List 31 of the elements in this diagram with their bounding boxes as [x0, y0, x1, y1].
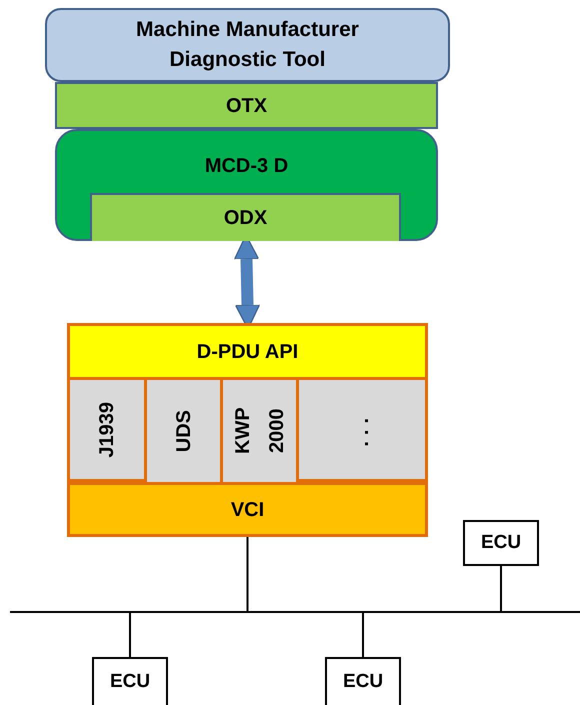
layer-label: OTX: [226, 94, 268, 118]
protocol-cell: [296, 380, 428, 482]
layer-box: [90, 193, 401, 241]
layer-label: UDS: [172, 410, 196, 452]
layer-box: [463, 520, 539, 566]
connector-line: [129, 613, 131, 657]
layer-label: D-PDU API: [196, 340, 298, 364]
connector-line: [500, 566, 502, 611]
layer-label: ...: [350, 412, 374, 447]
connector-line: [362, 613, 364, 657]
layer-label: ODX: [224, 206, 268, 231]
layer-label: MCD-3 D: [204, 154, 288, 179]
layer-box: [92, 657, 168, 705]
layer-label: KWP 2000: [230, 406, 288, 456]
layer-box: [55, 82, 438, 129]
protocol-cell: [220, 380, 296, 482]
layer-box: [55, 129, 438, 241]
layer-label: ECU: [342, 670, 384, 694]
bus-line: [10, 611, 580, 613]
protocol-cell: [144, 380, 220, 482]
layer-label: J1939: [95, 402, 119, 458]
layer-box: [45, 8, 450, 82]
layer-label: VCI: [230, 498, 264, 522]
layer-box: [67, 482, 428, 537]
layer-label: ECU: [110, 670, 150, 694]
layer-label: Machine Manufacturer Diagnostic Tool: [135, 17, 360, 73]
connector-line: [246, 537, 248, 611]
layer-box: [325, 657, 401, 705]
layer-box: [67, 323, 428, 380]
layer-label: ECU: [480, 530, 522, 555]
protocol-cell: [67, 380, 144, 482]
